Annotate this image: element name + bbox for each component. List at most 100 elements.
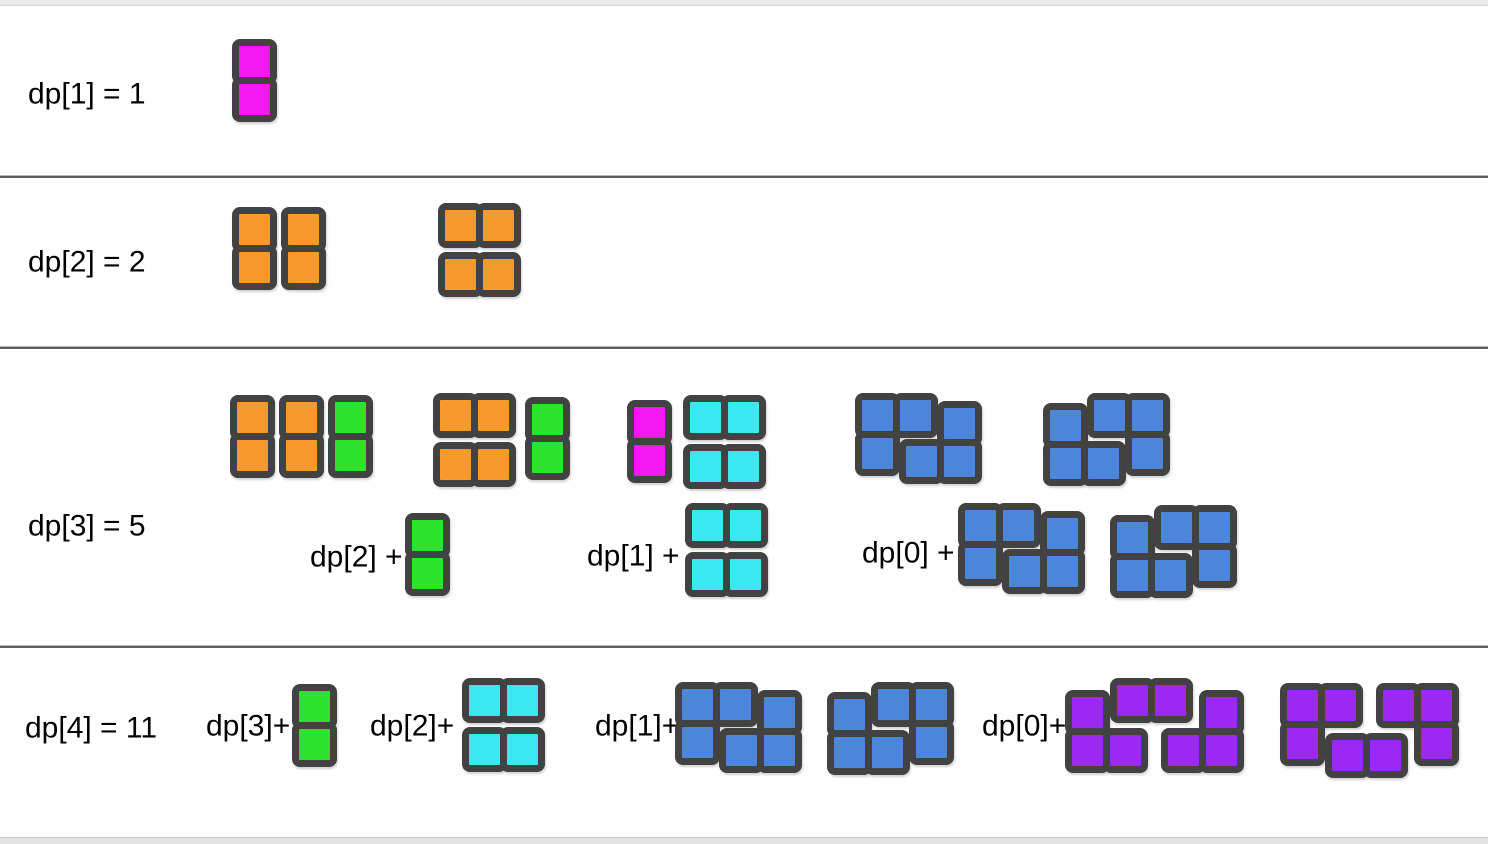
tile-cell <box>965 548 996 579</box>
tile-cell <box>335 440 366 471</box>
tile-cell <box>1155 685 1186 716</box>
tile-cell <box>1199 512 1230 543</box>
tile-cell <box>286 440 317 471</box>
row-label-dp1: dp[1] = 1 <box>28 77 146 111</box>
row-divider <box>0 346 1488 349</box>
tile-cell <box>299 691 330 722</box>
tile-cell <box>682 689 713 720</box>
tile-cell <box>469 685 500 716</box>
recurrence-label: dp[1]+ <box>595 709 680 743</box>
tile-cell <box>1117 685 1148 716</box>
tile-cell <box>944 408 975 439</box>
tile-cell <box>478 449 509 480</box>
tile-cell <box>965 510 996 541</box>
tile-cell <box>239 46 270 77</box>
tile-cell <box>239 84 270 115</box>
tile-cell <box>1072 697 1103 728</box>
tile-cell <box>1088 448 1119 479</box>
tile-cell <box>239 214 270 245</box>
tile-cell <box>1168 735 1199 766</box>
recurrence-label: dp[0] + <box>862 536 955 570</box>
tile-cell <box>726 735 757 766</box>
tile-cell <box>412 558 443 589</box>
recurrence-label: dp[2] + <box>310 540 403 574</box>
tile-cell <box>1047 518 1078 549</box>
tile-cell <box>1003 510 1034 541</box>
tile-cell <box>440 400 471 431</box>
tile-cell <box>288 252 319 283</box>
tile-cell <box>862 400 893 431</box>
recurrence-label: dp[3]+ <box>206 709 291 743</box>
tile-cell <box>239 252 270 283</box>
tile-cell <box>1206 697 1237 728</box>
tile-cell <box>469 734 500 765</box>
tile-cell <box>764 697 795 728</box>
tile-cell <box>872 737 903 768</box>
tile-cell <box>478 400 509 431</box>
tile-cell <box>1132 400 1163 431</box>
tile-cell <box>916 727 947 758</box>
tile-cell <box>1199 550 1230 581</box>
recurrence-label: dp[1] + <box>587 539 680 573</box>
tile-cell <box>690 402 721 433</box>
tile-cell <box>507 685 538 716</box>
tile-cell <box>1287 690 1318 721</box>
tile-cell <box>1421 728 1452 759</box>
top-chrome-strip <box>0 0 1488 6</box>
tile-cell <box>690 451 721 482</box>
tile-cell <box>1132 438 1163 469</box>
tile-cell <box>507 734 538 765</box>
tile-cell <box>682 727 713 758</box>
tile-cell <box>1421 690 1452 721</box>
tile-cell <box>728 451 759 482</box>
tile-cell <box>944 446 975 477</box>
tile-cell <box>1050 448 1081 479</box>
tile-cell <box>1047 556 1078 587</box>
tile-cell <box>286 402 317 433</box>
tile-cell <box>1050 410 1081 441</box>
tile-cell <box>862 438 893 469</box>
tile-cell <box>906 446 937 477</box>
tile-cell <box>1325 690 1356 721</box>
row-divider <box>0 175 1488 178</box>
tile-cell <box>288 214 319 245</box>
row-label-dp4: dp[4] = 11 <box>25 711 158 745</box>
row-label-dp3: dp[3] = 5 <box>28 509 146 543</box>
tile-cell <box>834 737 865 768</box>
tile-cell <box>237 440 268 471</box>
tile-cell <box>483 210 514 241</box>
tile-cell <box>728 402 759 433</box>
tile-cell <box>634 407 665 438</box>
tile-cell <box>692 559 723 590</box>
tile-cell <box>1009 556 1040 587</box>
tile-cell <box>1206 735 1237 766</box>
tile-cell <box>900 400 931 431</box>
tile-cell <box>1110 735 1141 766</box>
recurrence-label: dp[0]+ <box>982 709 1067 743</box>
tile-cell <box>412 520 443 551</box>
tile-cell <box>764 735 795 766</box>
tile-cell <box>483 259 514 290</box>
tile-cell <box>1383 690 1414 721</box>
tile-cell <box>1094 400 1125 431</box>
tile-cell <box>440 449 471 480</box>
tile-cell <box>730 559 761 590</box>
tile-cell <box>834 699 865 730</box>
tile-cell <box>730 510 761 541</box>
tile-cell <box>1332 740 1363 771</box>
tile-cell <box>532 404 563 435</box>
tile-cell <box>237 402 268 433</box>
row-divider <box>0 645 1488 648</box>
tile-cell <box>1072 735 1103 766</box>
tile-cell <box>692 510 723 541</box>
recurrence-label: dp[2]+ <box>370 709 455 743</box>
tile-cell <box>335 402 366 433</box>
tile-cell <box>445 259 476 290</box>
tile-cell <box>916 689 947 720</box>
bottom-chrome-strip <box>0 837 1488 844</box>
tile-cell <box>1155 560 1186 591</box>
tile-cell <box>1117 522 1148 553</box>
tile-cell <box>1161 512 1192 543</box>
tile-cell <box>720 689 751 720</box>
